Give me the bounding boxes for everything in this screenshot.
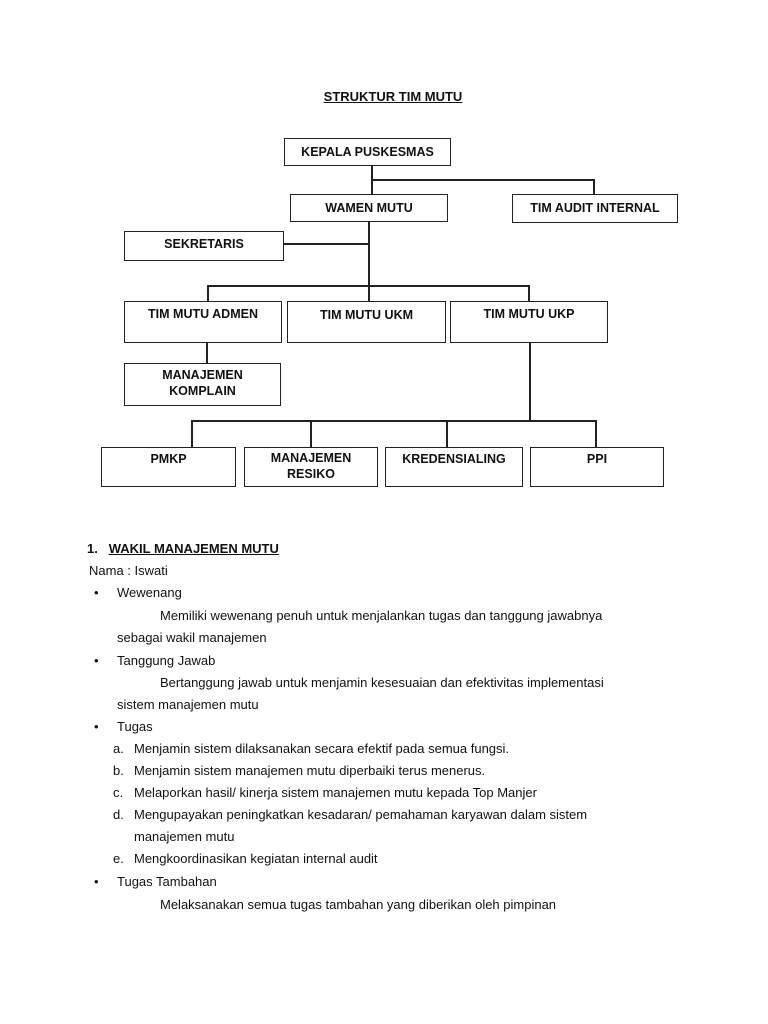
box-tim-mutu-ukp: TIM MUTU UKP bbox=[450, 301, 608, 343]
section-heading: 1. WAKIL MANAJEMEN MUTU bbox=[87, 541, 279, 556]
box-sekretaris: SEKRETARIS bbox=[124, 231, 284, 261]
box-label-line1: MANAJEMEN bbox=[162, 368, 243, 382]
tanggung-jawab-text: Bertanggung jawab untuk menjamin kesesua… bbox=[160, 675, 604, 690]
box-label-line2: KOMPLAIN bbox=[169, 384, 236, 398]
box-label-line2: RESIKO bbox=[287, 467, 335, 481]
box-label: TIM AUDIT INTERNAL bbox=[530, 201, 660, 215]
tugas-marker-c: c. bbox=[113, 785, 124, 800]
box-label-line1: MANAJEMEN bbox=[270, 451, 352, 465]
page-title: STRUKTUR TIM MUTU bbox=[323, 89, 463, 104]
tugas-marker-a: a. bbox=[113, 741, 124, 756]
tugas-tambahan-label: Tugas Tambahan bbox=[117, 874, 217, 889]
box-pmkp: PMKP bbox=[101, 447, 236, 487]
box-tim-audit-internal: TIM AUDIT INTERNAL bbox=[512, 194, 678, 223]
box-label: PMKP bbox=[150, 452, 187, 466]
box-label: TIM MUTU UKP bbox=[483, 307, 575, 321]
box-kredensialing: KREDENSIALING bbox=[385, 447, 523, 487]
box-label: WAMEN MUTU bbox=[325, 201, 413, 215]
box-label: TIM MUTU ADMEN bbox=[148, 307, 258, 321]
section-heading-text: WAKIL MANAJEMEN MUTU bbox=[108, 541, 279, 556]
box-label: TIM MUTU UKM bbox=[319, 308, 414, 322]
tugas-tambahan-text: Melaksanakan semua tugas tambahan yang d… bbox=[160, 897, 557, 912]
box-manajemen-komplain: MANAJEMEN KOMPLAIN bbox=[124, 363, 281, 406]
box-wamen-mutu: WAMEN MUTU bbox=[290, 194, 448, 222]
tugas-marker-e: e. bbox=[113, 851, 124, 866]
bullet: • bbox=[94, 653, 99, 668]
tugas-item-d-cont: manajemen mutu bbox=[134, 829, 235, 844]
nama-line: Nama : Iswati bbox=[89, 563, 168, 578]
tugas-item-c: Melaporkan hasil/ kinerja sistem manajem… bbox=[134, 785, 537, 800]
tugas-item-b: Menjamin sistem manajemen mutu diperbaik… bbox=[134, 763, 486, 778]
box-label: PPI bbox=[586, 452, 608, 466]
tugas-item-d: Mengupayakan peningkatkan kesadaran/ pem… bbox=[134, 807, 588, 822]
wewenang-text-cont: sebagai wakil manajemen bbox=[117, 630, 267, 645]
tanggung-jawab-text-cont: sistem manajemen mutu bbox=[117, 697, 259, 712]
bullet: • bbox=[94, 585, 99, 600]
box-tim-mutu-ukm: TIM MUTU UKM bbox=[287, 301, 446, 343]
box-label: SEKRETARIS bbox=[164, 237, 244, 251]
tugas-marker-b: b. bbox=[113, 763, 124, 778]
box-label: KREDENSIALING bbox=[402, 452, 506, 466]
bullet: • bbox=[94, 874, 99, 889]
bullet: • bbox=[94, 719, 99, 734]
tugas-item-a: Menjamin sistem dilaksanakan secara efek… bbox=[134, 741, 510, 756]
box-ppi: PPI bbox=[530, 447, 664, 487]
box-tim-mutu-admen: TIM MUTU ADMEN bbox=[124, 301, 282, 343]
tugas-item-e: Mengkoordinasikan kegiatan internal audi… bbox=[134, 851, 378, 866]
box-kepala-puskesmas: KEPALA PUSKESMAS bbox=[284, 138, 451, 166]
tanggung-jawab-label: Tanggung Jawab bbox=[117, 653, 216, 668]
box-manajemen-resiko: MANAJEMEN RESIKO bbox=[244, 447, 378, 487]
box-label: KEPALA PUSKESMAS bbox=[301, 145, 434, 159]
tugas-label: Tugas bbox=[117, 719, 153, 734]
wewenang-text: Memiliki wewenang penuh untuk menjalanka… bbox=[160, 608, 603, 623]
wewenang-label: Wewenang bbox=[117, 585, 182, 600]
tugas-marker-d: d. bbox=[113, 807, 124, 822]
section-number: 1. bbox=[87, 541, 98, 556]
